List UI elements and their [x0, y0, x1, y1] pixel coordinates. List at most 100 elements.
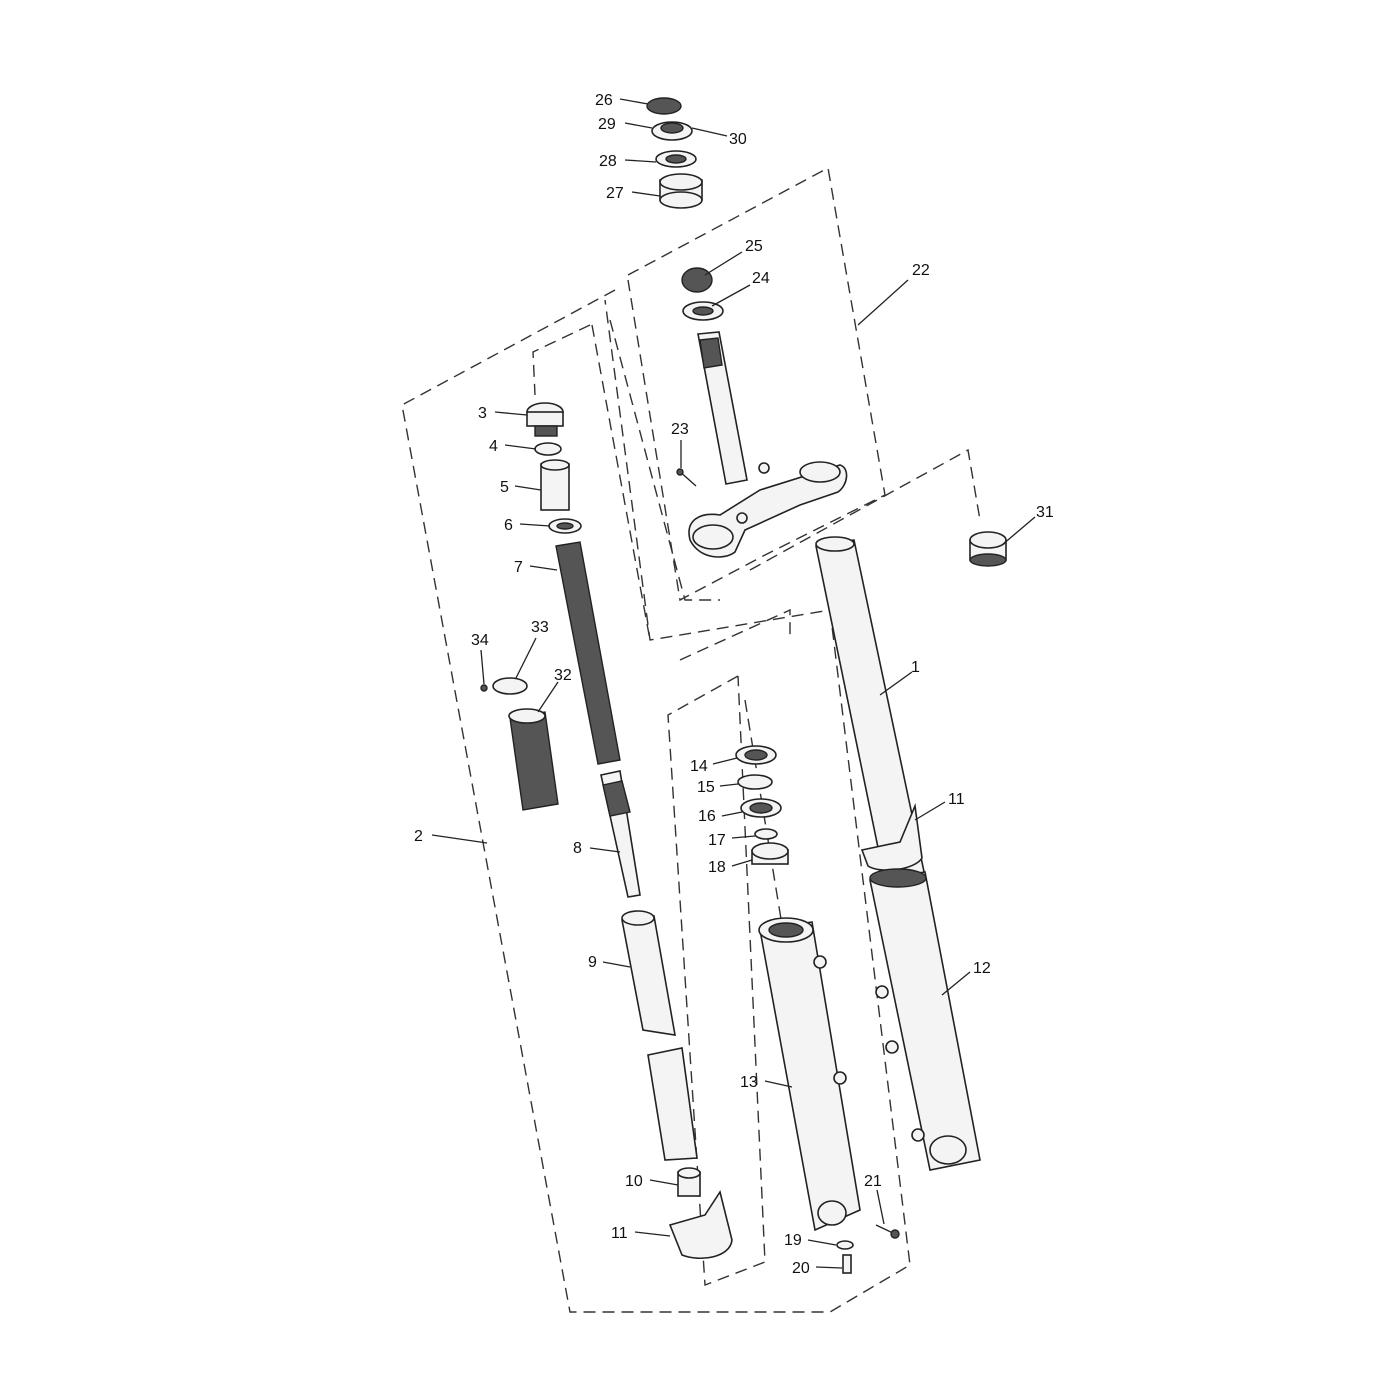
slider-12-lug-1	[875, 985, 889, 999]
clip-15	[737, 774, 773, 790]
yoke-clamp-left	[692, 524, 734, 550]
leader-24	[711, 284, 751, 307]
callout-labels: 1 2 3 4 5 6 7 8 9 10 11 11 12 13 14 15 1…	[414, 92, 1054, 1277]
bracket-11-left	[668, 1190, 733, 1260]
leader-12	[941, 971, 971, 996]
boundary-inner-right	[591, 324, 651, 641]
callout-13: 13	[740, 1074, 758, 1091]
leader-25	[704, 251, 743, 276]
dust-boot-32-top	[508, 708, 546, 724]
callout-23: 23	[671, 421, 689, 438]
head-bearing-stack	[646, 97, 703, 209]
top-cap-3-body	[526, 411, 564, 427]
slider-12	[869, 871, 981, 1171]
leader-27	[631, 191, 661, 197]
callout-34: 34	[471, 632, 489, 649]
boundary-slider-13	[679, 608, 791, 661]
bearing-27	[659, 173, 703, 191]
callout-16: 16	[698, 808, 716, 825]
leader-19	[807, 1239, 837, 1246]
spring-7	[555, 541, 621, 765]
callout-20: 20	[792, 1260, 810, 1277]
damper-tube-9-upper	[621, 915, 676, 1036]
boundary-fork-assembly-2	[401, 289, 911, 1313]
leader-5	[514, 485, 542, 491]
callout-14: 14	[690, 758, 708, 775]
boundary-inner-components	[532, 324, 591, 396]
leader-13	[764, 1080, 793, 1088]
leader-lines	[431, 98, 1036, 1269]
leader-32	[537, 681, 559, 713]
locknut-29-inner	[660, 122, 684, 134]
steering-stem	[697, 331, 748, 485]
leader-26	[619, 98, 649, 105]
callout-32: 32	[554, 667, 572, 684]
clamp-33	[492, 677, 528, 695]
boundary-cap-31	[749, 448, 981, 571]
cap-31	[969, 531, 1007, 549]
leader-14	[712, 757, 738, 765]
yoke-clamp-right	[799, 461, 841, 483]
callout-9: 9	[588, 954, 597, 971]
right-leg-group	[815, 536, 981, 1171]
slider-13-top-inner	[768, 922, 804, 938]
leader-15	[719, 783, 739, 787]
bolt-23-head	[676, 468, 684, 476]
callout-17: 17	[708, 832, 726, 849]
callout-3: 3	[478, 405, 487, 422]
leader-17	[731, 835, 756, 839]
slider-13-axle	[817, 1200, 847, 1226]
leader-33	[515, 637, 537, 679]
seal-stack	[735, 745, 789, 865]
leader-18	[731, 859, 753, 867]
callout-28: 28	[599, 153, 617, 170]
callout-24: 24	[752, 270, 770, 287]
stanchion-1-top	[815, 536, 855, 552]
stem-thread	[699, 337, 723, 369]
bushing-10-top	[677, 1167, 701, 1179]
slider-12-lug-2	[885, 1040, 899, 1054]
callout-21: 21	[864, 1173, 882, 1190]
top-cap-3-thread	[534, 425, 558, 437]
bolt-21-head	[890, 1229, 900, 1239]
callout-18: 18	[708, 859, 726, 876]
bracket-11-right	[860, 802, 923, 871]
callout-22: 22	[912, 262, 930, 279]
dust-boot-group	[480, 677, 559, 811]
internal-components	[526, 402, 641, 898]
nut-26	[646, 97, 682, 115]
washer-17	[754, 828, 778, 840]
callout-12: 12	[973, 960, 991, 977]
callout-19: 19	[784, 1232, 802, 1249]
damper-tube-9-top	[621, 910, 655, 926]
damper-rod-8-rings	[602, 780, 631, 817]
dust-cover-28-inner	[665, 154, 687, 164]
callout-25: 25	[745, 238, 763, 255]
slider-13-lug	[813, 955, 827, 969]
leader-34	[480, 649, 485, 685]
slider-13-group	[758, 917, 861, 1232]
callout-29: 29	[598, 116, 616, 133]
lower-yoke-assembly	[676, 267, 848, 558]
spacer-5	[540, 463, 570, 511]
slider-12-collar	[869, 868, 927, 888]
seal-24-inner	[692, 306, 714, 316]
slider-13-lug-lower	[833, 1071, 847, 1085]
washer-19	[836, 1240, 854, 1250]
bearing-25	[681, 267, 713, 293]
callout-11-right: 11	[948, 791, 965, 808]
callout-31: 31	[1036, 504, 1054, 521]
boundary-yoke-inner	[609, 319, 720, 601]
hardware-group	[836, 1224, 900, 1274]
seal-16-inner	[749, 802, 773, 814]
callout-5: 5	[500, 479, 509, 496]
bearing-27-bottom	[659, 191, 703, 209]
seal-14-inner	[744, 749, 768, 761]
callout-11-left: 11	[611, 1225, 628, 1242]
callout-33: 33	[531, 619, 549, 636]
boundary-seals	[667, 675, 766, 1286]
leader-3	[494, 411, 528, 416]
screw-34	[480, 684, 488, 692]
leader-16	[721, 811, 743, 817]
